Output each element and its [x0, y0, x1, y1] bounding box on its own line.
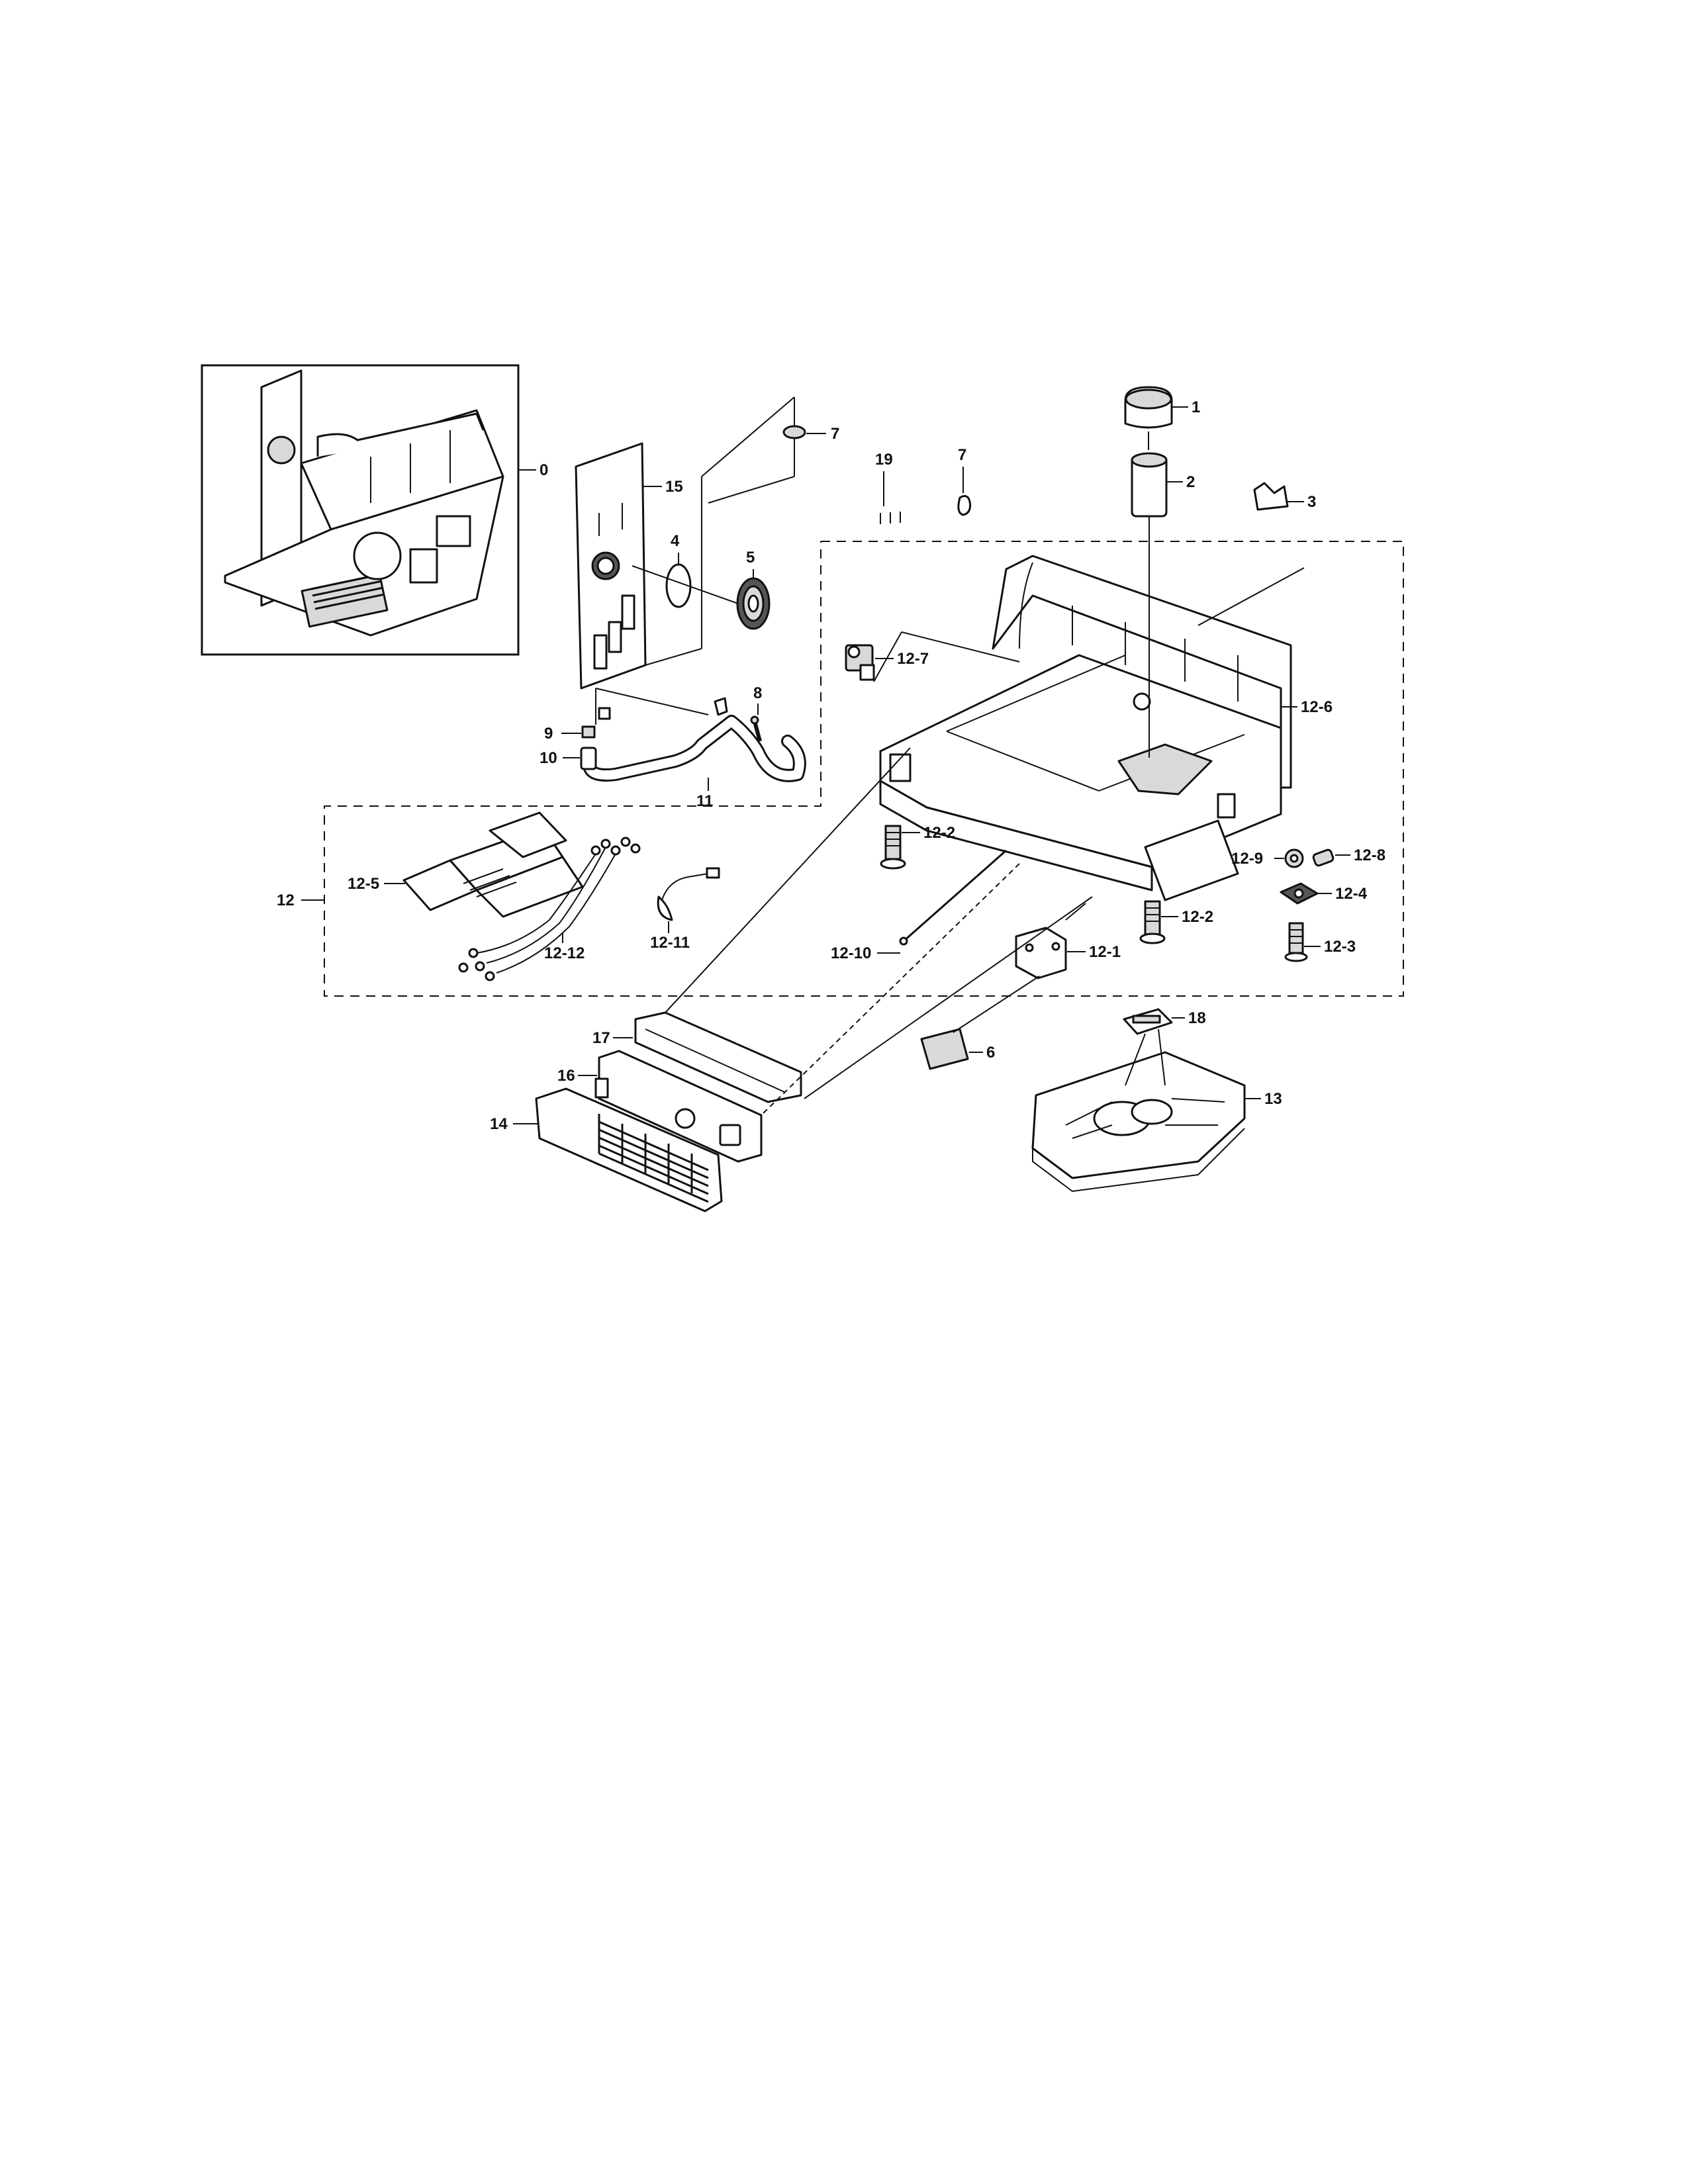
part-4-seal-ring [665, 563, 692, 608]
part-1-motor-cap [1124, 386, 1173, 429]
part-12-8-screw [1312, 848, 1335, 867]
part-12-7-valve [845, 644, 875, 681]
callout-12-7: 12-7 [897, 650, 929, 668]
callout-15: 15 [665, 478, 683, 496]
part-13-base-tray [1031, 1051, 1246, 1193]
part-12-9-gear [1284, 848, 1304, 868]
part-12-3-leveling-foot [1284, 922, 1308, 962]
callout-12-12: 12-12 [544, 944, 585, 962]
callout-17: 17 [592, 1029, 610, 1047]
part-19-inlet-hose [791, 480, 957, 527]
callout-12-6: 12-6 [1301, 698, 1333, 716]
callout-12-3: 12-3 [1324, 938, 1356, 956]
callout-13: 13 [1264, 1090, 1282, 1108]
part-14-front-grille [535, 1087, 723, 1212]
callout-16: 16 [557, 1067, 575, 1085]
callout-1: 1 [1192, 398, 1200, 416]
part-12-2-foot-a [880, 825, 906, 870]
callout-12-2b: 12-2 [1182, 908, 1213, 926]
part-6-block [920, 1028, 969, 1070]
part-3-bracket [1253, 482, 1289, 511]
callout-12-10: 12-10 [831, 944, 871, 962]
callout-5: 5 [746, 549, 755, 567]
part-12-2-foot-b [1139, 900, 1166, 944]
part-2-cylinder [1131, 452, 1168, 518]
part-12-4-bracket [1280, 882, 1319, 905]
callout-12-1: 12-1 [1089, 943, 1121, 961]
part-12-11-cable [657, 867, 720, 921]
part-11-drain-hose [583, 715, 806, 782]
callout-19: 19 [875, 451, 893, 469]
front-grille-slots [598, 1114, 709, 1203]
callout-12-5: 12-5 [348, 875, 379, 893]
callout-12-2a: 12-2 [923, 824, 955, 842]
callout-8: 8 [753, 684, 762, 702]
part-12-12-wire-harness [458, 837, 641, 981]
overview-assembly-drawing [224, 369, 504, 637]
callout-12-8: 12-8 [1354, 846, 1385, 864]
callout-18: 18 [1188, 1009, 1206, 1027]
callout-11: 11 [696, 792, 713, 810]
part-7-clamp-a [782, 425, 806, 439]
part-8-screw [750, 715, 762, 742]
part-16-control-board [594, 1050, 763, 1163]
part-18-clip [1123, 1008, 1173, 1035]
callout-9: 9 [544, 725, 553, 743]
callout-12-4: 12-4 [1335, 885, 1368, 903]
part-12-10-rod [899, 849, 1007, 946]
part-12-6-base-frame [879, 555, 1292, 901]
callout-3: 3 [1307, 493, 1316, 511]
callout-7a: 7 [831, 425, 839, 443]
callout-10: 10 [539, 749, 557, 767]
callout-7b: 7 [958, 446, 966, 464]
part-5-gasket [736, 577, 771, 630]
callout-6: 6 [986, 1044, 995, 1062]
callout-4: 4 [671, 532, 680, 550]
part-12-5-cover-plates [402, 811, 584, 918]
callout-12: 12 [277, 891, 295, 909]
callout-0: 0 [539, 461, 548, 479]
callout-12-11: 12-11 [650, 934, 690, 952]
part-9-clip [581, 725, 596, 739]
callout-14: 14 [490, 1115, 508, 1133]
part-12-1-bracket [1015, 927, 1067, 979]
part-7-clamp-b [957, 495, 971, 516]
callout-2: 2 [1186, 473, 1195, 491]
small-fitting-hose-end [598, 697, 728, 720]
part-15-side-panel [575, 442, 647, 690]
callout-12-9: 12-9 [1231, 850, 1263, 868]
overview-inset: 0 [201, 364, 548, 656]
part-10-elbow-fitting [580, 747, 597, 770]
